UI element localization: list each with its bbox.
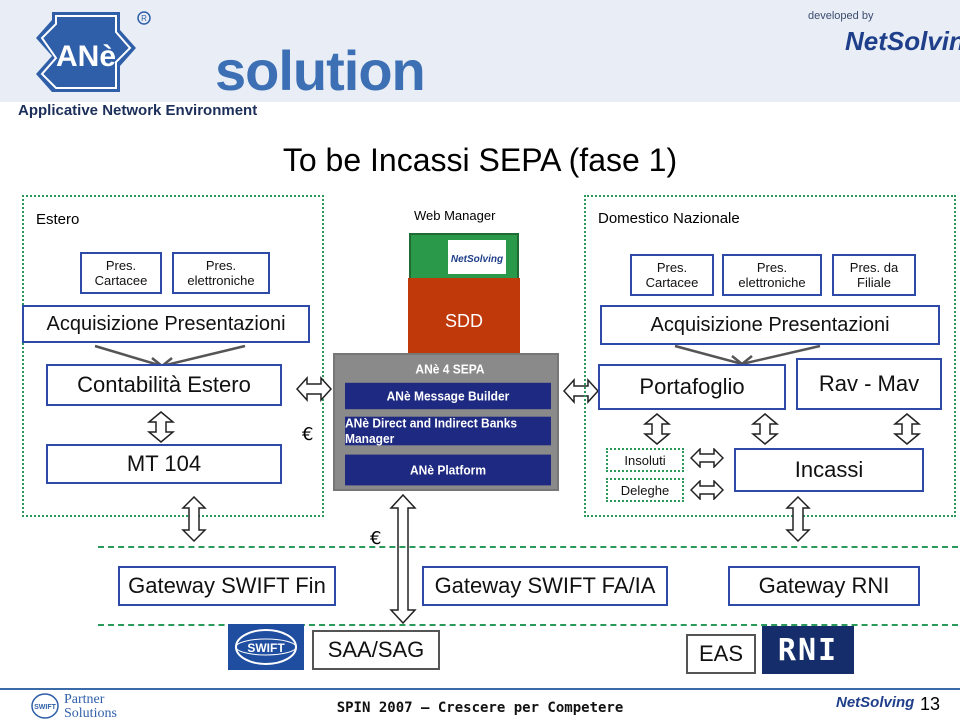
footer-rule — [0, 688, 960, 690]
svg-text:SWIFT: SWIFT — [247, 641, 285, 655]
swift-small-logo: SWIFT — [31, 693, 59, 719]
gateway-swift-fin: Gateway SWIFT Fin — [118, 566, 336, 606]
netsolving-logo: NetSolving — [845, 26, 960, 56]
saa-sag-box: SAA/SAG — [312, 630, 440, 670]
domestico-panel — [584, 195, 956, 517]
bidir-arrow-icon — [750, 413, 780, 445]
pres-filiale-box: Pres. da Filiale — [832, 254, 916, 296]
gateway-swift-fa: Gateway SWIFT FA/IA — [422, 566, 668, 606]
sepa-label: ANè 4 SEPA — [415, 361, 485, 377]
horizontal-bidir-arrow-icon — [690, 448, 724, 468]
swift-logo: SWIFT — [228, 624, 304, 670]
acquisizione-box-left: Acquisizione Presentazioni — [22, 305, 310, 343]
svg-text:NetSolving: NetSolving — [451, 254, 503, 265]
svg-text:SWIFT: SWIFT — [34, 704, 56, 711]
slide-title: To be Incassi SEPA (fase 1) — [282, 142, 678, 178]
rav-mav-box: Rav - Mav — [796, 358, 942, 410]
bidir-arrow-icon — [146, 411, 176, 443]
web-manager-heading: Web Manager — [414, 208, 496, 223]
solutions-label: Solutions — [64, 706, 117, 721]
solution-wordmark: solution — [215, 39, 426, 102]
partner-label: Partner — [64, 692, 105, 707]
mt104-box: MT 104 — [46, 444, 282, 484]
estero-heading: Estero — [36, 211, 80, 228]
header-banner — [0, 0, 960, 102]
pres-elettroniche-box: Pres. elettroniche — [172, 252, 270, 294]
gateway-rni: Gateway RNI — [728, 566, 920, 606]
svg-text:ANè: ANè — [56, 40, 116, 73]
netsolving-footer-logo: NetSolving — [836, 694, 915, 711]
tagline: Applicative Network Environment — [18, 102, 258, 119]
incassi-box: Incassi — [734, 448, 924, 492]
euro-label: € — [302, 424, 314, 445]
bidir-arrow-icon — [785, 496, 811, 542]
bidir-arrow-icon — [642, 413, 672, 445]
sdd-block: SDD — [408, 278, 520, 354]
pres-elettroniche-box-right: Pres. elettroniche — [722, 254, 822, 296]
domestico-heading: Domestico Nazionale — [598, 210, 740, 227]
eas-box: EAS — [686, 634, 756, 674]
deleghe-box: Deleghe — [606, 478, 684, 502]
banks-manager-row: ANè Direct and Indirect Banks Manager — [345, 416, 551, 446]
insoluti-box: Insoluti — [606, 448, 684, 472]
footer-event: SPIN 2007 – Crescere per Competere — [336, 700, 624, 716]
estero-panel — [22, 195, 324, 517]
horizontal-bidir-arrow-icon — [296, 376, 332, 402]
platform-row: ANè Platform — [345, 454, 551, 486]
euro-label: € — [370, 528, 382, 549]
bidir-arrow-icon — [892, 413, 922, 445]
message-builder-row: ANè Message Builder — [345, 382, 551, 410]
portafoglio-box: Portafoglio — [598, 364, 786, 410]
long-bidir-arrow-icon — [389, 494, 417, 624]
ane-logo: ANè R — [36, 11, 151, 92]
pres-cartacee-box-right: Pres. Cartacee — [630, 254, 714, 296]
svg-text:R: R — [141, 14, 147, 23]
pres-cartacee-box: Pres. Cartacee — [80, 252, 162, 294]
page-number: 13 — [920, 694, 941, 714]
gateway-band — [98, 546, 958, 626]
contabilita-box: Contabilità Estero — [46, 364, 282, 406]
bidir-arrow-icon — [181, 496, 207, 542]
developed-by-label: developed by — [808, 10, 874, 22]
horizontal-bidir-arrow-icon — [690, 480, 724, 500]
acquisizione-box-right: Acquisizione Presentazioni — [600, 305, 940, 345]
rni-logo: RNI — [762, 626, 854, 674]
